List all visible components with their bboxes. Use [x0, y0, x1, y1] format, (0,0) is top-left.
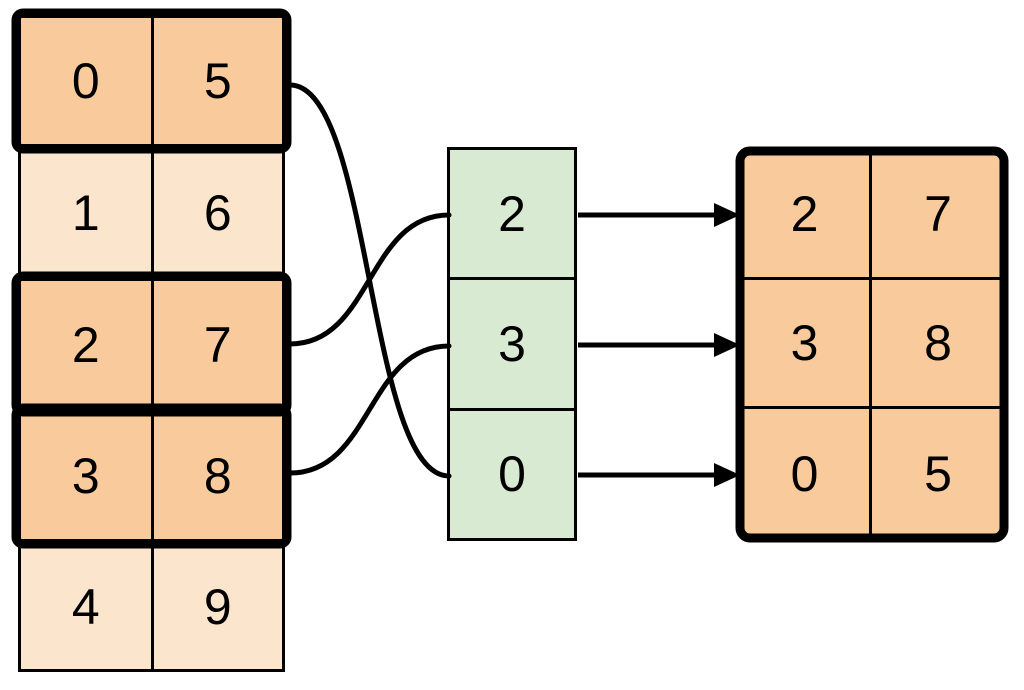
- source-cell: 3: [21, 413, 154, 539]
- arrowhead-icon: [714, 203, 740, 227]
- source-row-3: 3 8: [18, 410, 285, 542]
- source-cell: 2: [21, 281, 154, 408]
- arrowhead-icon: [714, 333, 740, 357]
- source-cell: 6: [153, 150, 282, 276]
- source-row-0: 0 5: [18, 15, 285, 147]
- source-row-1: 1 6: [18, 147, 285, 279]
- mapping-curve-row3-to-index3: [287, 343, 452, 476]
- result-cell: 0: [740, 409, 872, 538]
- result-cell: 2: [740, 151, 872, 280]
- source-cell: 9: [153, 544, 282, 669]
- result-cell: 7: [872, 151, 1004, 280]
- index-cell: 2: [450, 150, 574, 281]
- index-column: 2 3 0: [447, 147, 577, 541]
- source-cell: 4: [21, 544, 154, 669]
- index-cell: 0: [450, 410, 574, 538]
- result-cell: 8: [872, 280, 1004, 409]
- source-cell: 7: [153, 281, 282, 408]
- index-cell: 3: [450, 280, 574, 411]
- result-table: 2 7 3 8 0 5: [740, 151, 1004, 538]
- source-row-2: 2 7: [18, 278, 285, 411]
- source-cell: 0: [21, 18, 154, 144]
- mapping-curve-row0-to-index0: [287, 82, 452, 479]
- arrowhead-icon: [714, 463, 740, 487]
- source-row-4: 4 9: [18, 541, 285, 672]
- source-cell: 5: [153, 18, 282, 144]
- result-cell: 5: [872, 409, 1004, 538]
- mapping-curve-row2-to-index2: [287, 212, 452, 347]
- source-cell: 8: [153, 413, 282, 539]
- source-cell: 1: [21, 150, 154, 276]
- result-cell: 3: [740, 280, 872, 409]
